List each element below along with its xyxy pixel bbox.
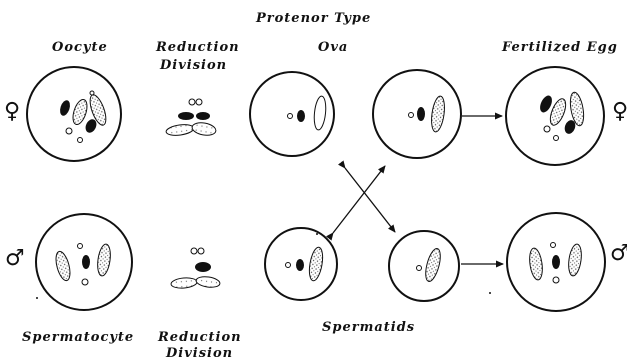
spermatocyte-cell <box>35 213 133 311</box>
male-zygote-cell <box>506 212 606 312</box>
cross-arrow-2 <box>337 160 396 233</box>
cross-arrow-1 <box>325 165 386 241</box>
reduction-division-bottom-label-line1: Reduction <box>158 330 242 345</box>
ovum-cell-1 <box>249 71 335 157</box>
reduction-division-bottom-figure <box>170 247 221 289</box>
female-symbol-left: ♀ <box>4 99 21 124</box>
male-symbol-left: ♂ <box>5 246 25 271</box>
fertilized-egg-label: Fertilized Egg <box>502 40 618 55</box>
oocyte-label: Oocyte <box>52 40 108 55</box>
reduction-division-bottom-label-line2: Division <box>166 346 234 361</box>
spermatid-cell-2 <box>388 230 460 302</box>
reduction-division-top-label-line2: Division <box>160 58 228 73</box>
female-symbol-right: ♀ <box>612 99 627 124</box>
reduction-division-top-figure <box>165 98 217 136</box>
spermatocyte-label: Spermatocyte <box>22 330 135 345</box>
reduction-division-top-label-line1: Reduction <box>156 40 240 55</box>
oocyte-cell <box>26 66 122 162</box>
ovum-cell-2 <box>372 69 462 159</box>
fertilized-egg-cell <box>505 66 605 166</box>
spermatids-label: Spermatids <box>322 320 416 335</box>
ova-label: Ova <box>318 40 349 55</box>
male-symbol-right: ♂ <box>610 241 627 266</box>
protenor-type-title: Protenor Type <box>256 11 372 26</box>
spermatid-cell-1 <box>264 227 338 301</box>
